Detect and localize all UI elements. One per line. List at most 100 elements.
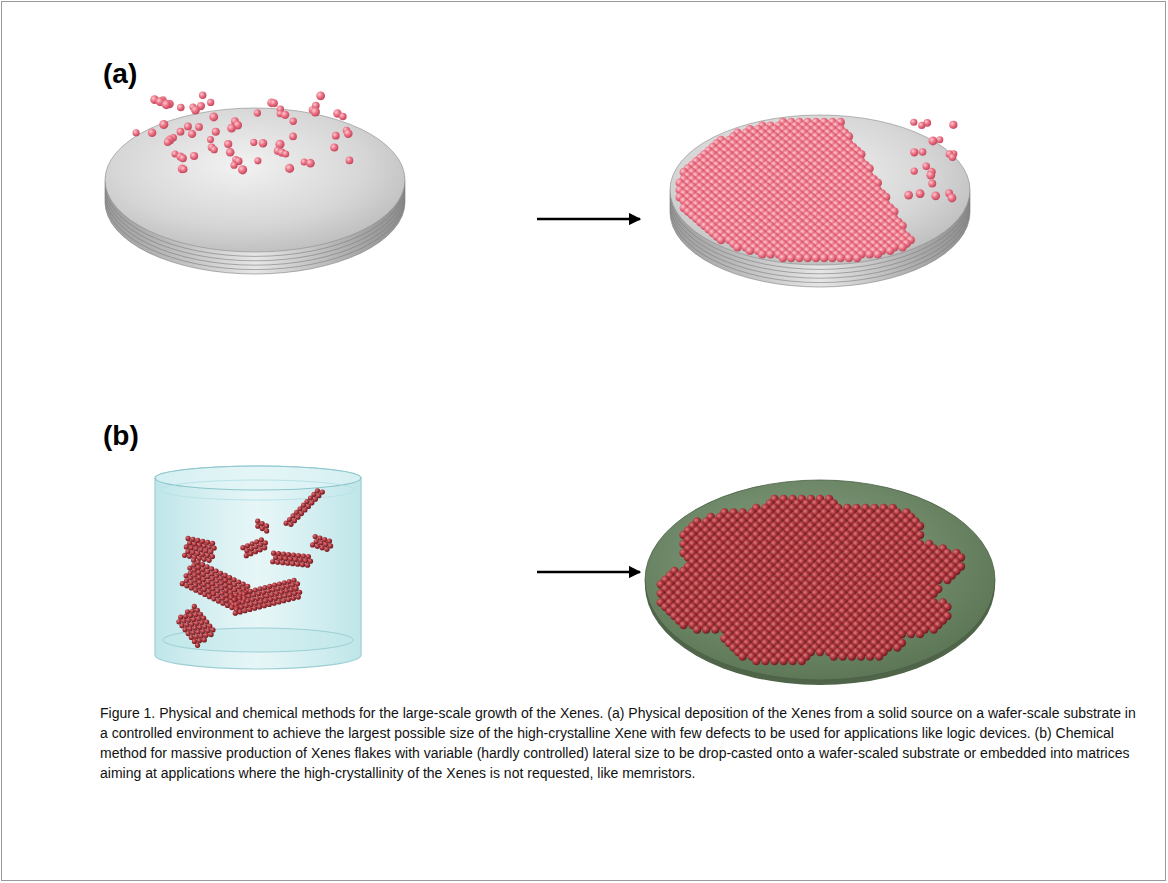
coated-substrate bbox=[645, 480, 995, 685]
atom bbox=[258, 547, 263, 552]
atom bbox=[257, 604, 262, 609]
wafer-top bbox=[105, 108, 405, 252]
atom bbox=[898, 243, 907, 252]
wafer-top bbox=[670, 115, 970, 265]
atom bbox=[271, 551, 276, 556]
atom bbox=[263, 540, 268, 545]
atom bbox=[948, 194, 957, 203]
atom bbox=[836, 254, 845, 263]
atom bbox=[224, 140, 232, 148]
atom bbox=[313, 534, 318, 539]
atom bbox=[244, 553, 249, 558]
atom bbox=[886, 246, 895, 255]
beaker-body bbox=[155, 466, 361, 669]
atom bbox=[207, 99, 214, 106]
atom bbox=[291, 596, 296, 601]
atom bbox=[300, 562, 305, 567]
atom bbox=[164, 138, 172, 146]
atom bbox=[189, 585, 194, 590]
atom bbox=[285, 561, 290, 566]
atom bbox=[297, 590, 302, 595]
atom bbox=[282, 150, 289, 157]
atom bbox=[230, 162, 237, 169]
atom bbox=[179, 154, 187, 162]
atom bbox=[276, 599, 281, 604]
atom bbox=[820, 254, 829, 263]
atom bbox=[717, 236, 726, 245]
atom bbox=[922, 162, 930, 170]
atom bbox=[270, 559, 275, 564]
atom bbox=[253, 549, 258, 554]
atom bbox=[259, 139, 267, 147]
atom bbox=[202, 637, 207, 642]
atom bbox=[267, 602, 272, 607]
atom bbox=[177, 104, 185, 112]
atom bbox=[255, 524, 260, 529]
process-arrow bbox=[537, 571, 640, 574]
atom bbox=[281, 598, 286, 603]
atom bbox=[204, 633, 209, 638]
atom bbox=[949, 121, 957, 129]
atom bbox=[180, 166, 187, 173]
process-arrow bbox=[537, 218, 640, 221]
atom bbox=[305, 563, 310, 568]
atom bbox=[187, 554, 192, 559]
beaker bbox=[155, 466, 361, 669]
atom bbox=[260, 526, 265, 531]
atom bbox=[159, 120, 168, 129]
atom bbox=[185, 536, 190, 541]
atom bbox=[177, 128, 185, 136]
atom bbox=[280, 560, 285, 565]
atom bbox=[330, 144, 338, 152]
substrate-wafer bbox=[670, 115, 970, 287]
atom bbox=[766, 250, 775, 259]
atom bbox=[254, 109, 261, 116]
atom bbox=[162, 100, 171, 109]
atom bbox=[916, 190, 924, 198]
atom bbox=[238, 609, 243, 614]
atom bbox=[271, 601, 276, 606]
atom bbox=[225, 603, 230, 608]
atom bbox=[910, 119, 917, 126]
atom bbox=[787, 254, 796, 263]
atom bbox=[184, 544, 189, 549]
atom bbox=[182, 553, 187, 558]
atom bbox=[916, 189, 925, 198]
atom bbox=[339, 113, 347, 121]
atom bbox=[184, 583, 189, 588]
atom bbox=[184, 573, 189, 578]
atom bbox=[255, 519, 260, 524]
atom bbox=[210, 627, 215, 632]
atom bbox=[262, 603, 267, 608]
xene-film bbox=[657, 495, 966, 666]
atom bbox=[324, 547, 329, 552]
atom bbox=[803, 254, 812, 263]
atom bbox=[216, 598, 221, 603]
atom bbox=[919, 148, 927, 156]
atom bbox=[289, 133, 297, 141]
atom bbox=[262, 545, 267, 550]
atom bbox=[812, 254, 821, 263]
atom bbox=[250, 139, 257, 146]
atom bbox=[316, 91, 325, 100]
atom bbox=[242, 608, 247, 613]
atom bbox=[910, 148, 918, 156]
atom bbox=[311, 107, 320, 116]
atom bbox=[310, 542, 315, 547]
atom bbox=[281, 111, 289, 119]
atom bbox=[845, 254, 854, 263]
atom bbox=[928, 180, 936, 188]
atom bbox=[828, 254, 837, 263]
substrate-top bbox=[645, 480, 995, 680]
atom bbox=[212, 128, 220, 136]
atom bbox=[207, 136, 214, 143]
atom bbox=[193, 588, 198, 593]
atom bbox=[191, 106, 200, 115]
free-atoms bbox=[904, 119, 957, 203]
atom bbox=[290, 561, 295, 566]
atom bbox=[132, 129, 139, 136]
atom bbox=[195, 643, 200, 648]
atom bbox=[795, 254, 804, 263]
atom bbox=[306, 159, 315, 168]
atom bbox=[238, 165, 247, 174]
